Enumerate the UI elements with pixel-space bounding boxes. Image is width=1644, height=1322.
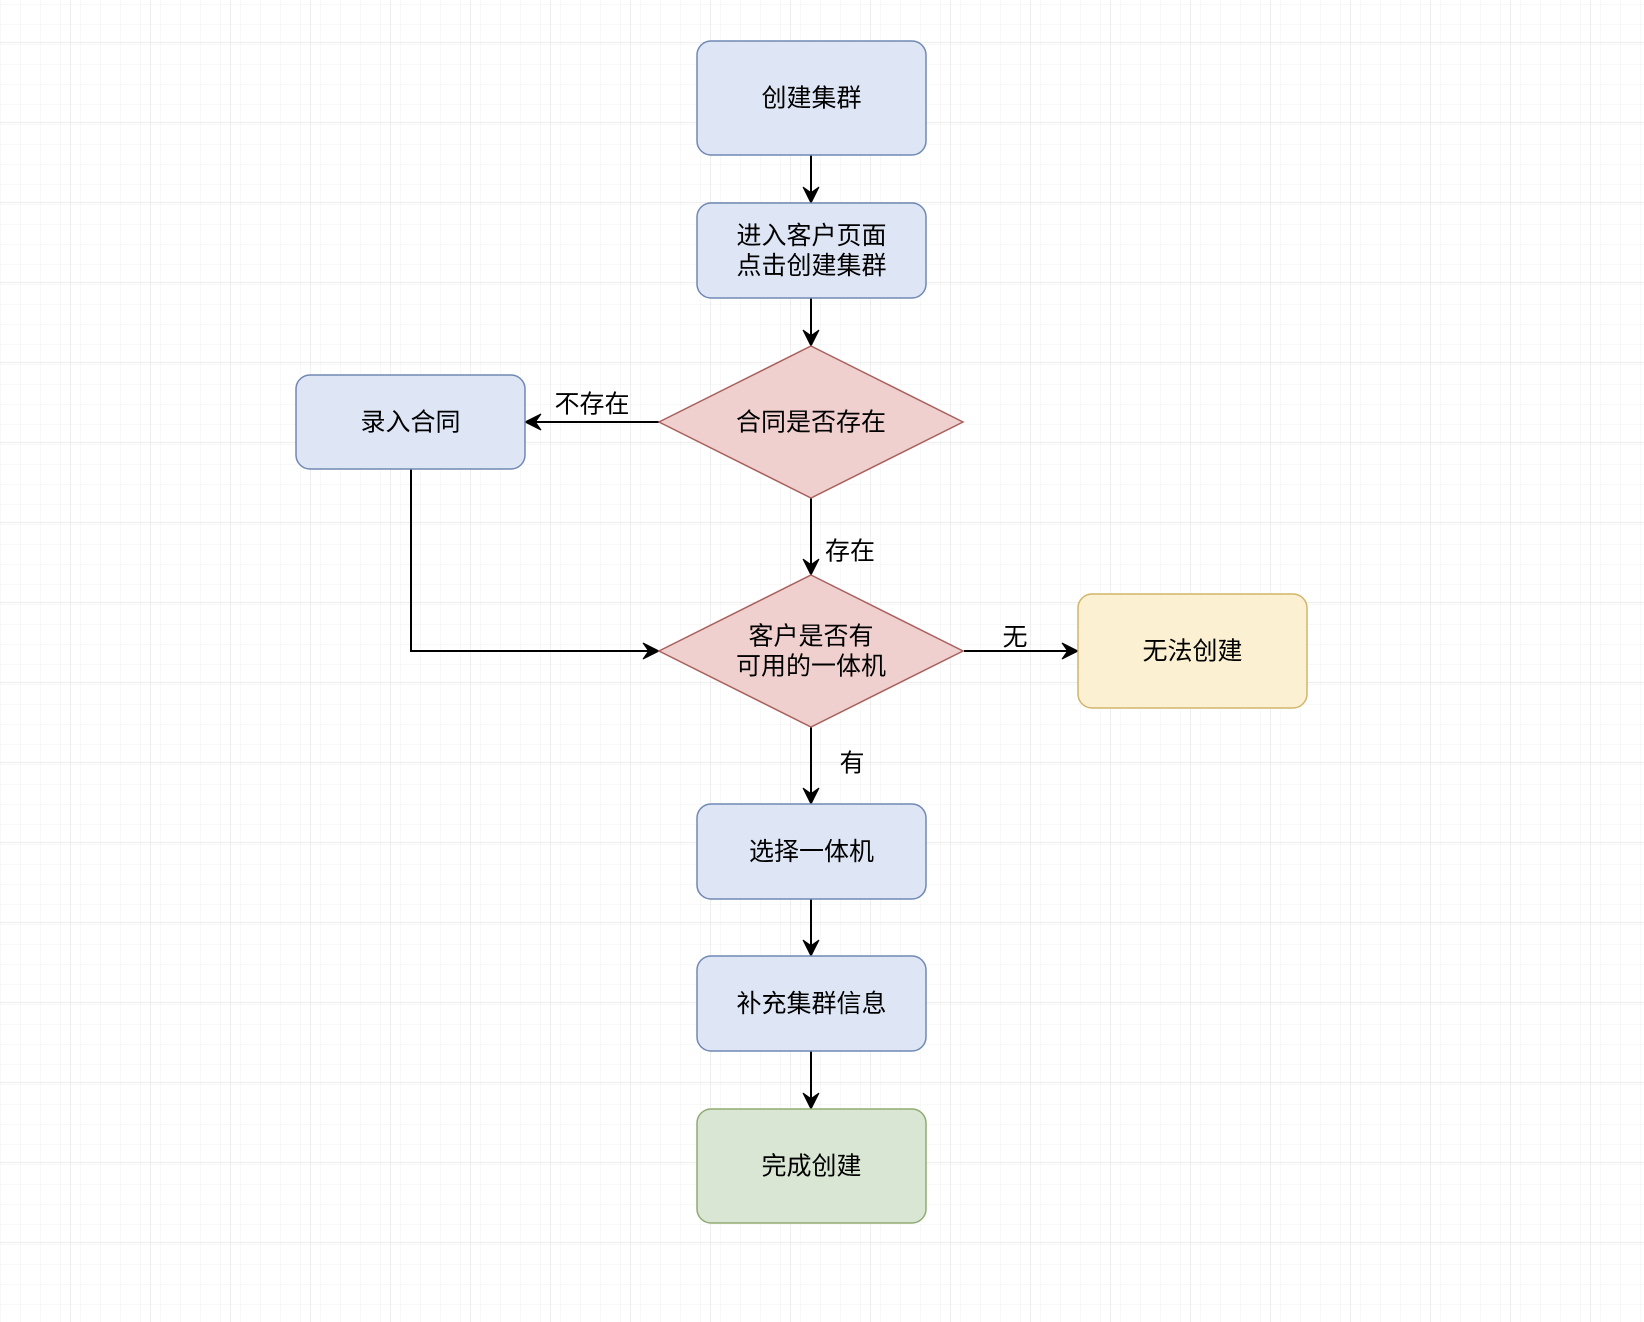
node-label: 点击创建集群 [736,251,886,280]
decision-shape [657,345,965,499]
edge-fill-cluster-info-to-finish-create [802,1051,820,1111]
node-label: 合同是否存在 [736,408,886,437]
edge-create-cluster-to-enter-customer-page [802,155,820,205]
arrowhead-icon [802,329,820,348]
node-fill-cluster-info[interactable]: 补充集群信息 [696,955,927,1052]
node-label: 无法创建 [1142,637,1242,666]
edge-contract-exists-to-has-machine [802,498,820,577]
node-contract-exists[interactable]: 合同是否存在 [657,345,965,499]
process-shape [696,202,927,299]
node-select-machine[interactable]: 选择一体机 [696,803,927,900]
arrowhead-icon [523,413,542,431]
arrowhead-icon [642,642,661,660]
node-finish-create[interactable]: 完成创建 [696,1108,927,1224]
node-label: 进入客户页面 [736,221,886,250]
arrowhead-icon [802,558,820,577]
edge-label: 无 [1002,623,1027,652]
process-shape [696,40,927,156]
arrowhead-icon [802,939,820,958]
nodes-layer: 创建集群进入客户页面点击创建集群合同是否存在录入合同客户是否有可用的一体机无法创… [295,40,1308,1224]
node-label: 补充集群信息 [736,989,886,1018]
edge-enter-customer-page-to-contract-exists [802,298,820,348]
arrowhead-icon [802,1092,820,1111]
edge-contract-exists-to-enter-contract [523,413,659,431]
node-label: 选择一体机 [749,837,874,866]
node-cannot-create[interactable]: 无法创建 [1077,593,1308,709]
process-shape [1077,593,1308,709]
node-label: 可用的一体机 [736,652,886,681]
edge-has-machine-to-select-machine [802,727,820,806]
arrowhead-icon [802,186,820,205]
node-label: 完成创建 [761,1152,861,1181]
node-label: 客户是否有 [748,622,873,651]
edge-label: 有 [839,749,864,778]
process-shape [295,374,526,470]
edge-has-machine-to-cannot-create [964,642,1080,660]
edges-layer [410,155,1080,1111]
edge-label: 不存在 [554,390,629,419]
edge-enter-contract-to-has-machine [410,469,661,660]
arrowhead-icon [1061,642,1080,660]
arrowhead-icon [802,787,820,806]
process-shape [696,803,927,900]
edge-select-machine-to-fill-cluster-info [802,899,820,958]
connector-line [410,469,653,652]
node-label: 创建集群 [761,84,861,113]
process-shape [696,1108,927,1224]
process-shape [696,955,927,1052]
edge-label: 存在 [825,537,875,566]
decision-shape [657,574,965,728]
node-enter-contract[interactable]: 录入合同 [295,374,526,470]
node-create-cluster[interactable]: 创建集群 [696,40,927,156]
node-label: 录入合同 [360,408,460,437]
